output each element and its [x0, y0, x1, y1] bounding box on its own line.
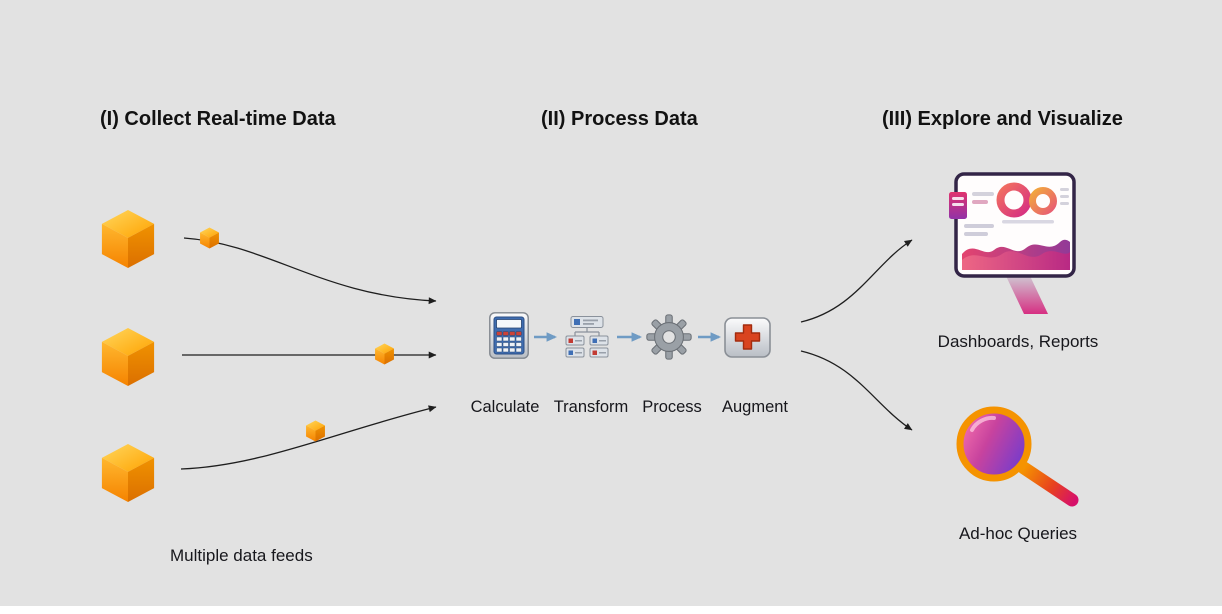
- arrow-feed-3: [180, 405, 437, 470]
- data-packet-cube-icon-3: [305, 420, 326, 442]
- data-packet-cube-icon-1: [199, 227, 220, 249]
- output-label-adhoc: Ad-hoc Queries: [958, 524, 1078, 543]
- data-packet-cube-icon-2: [374, 343, 395, 365]
- dashboard-monitor-icon: [949, 172, 1076, 314]
- transform-icon: [565, 316, 609, 358]
- section-heading-explore: (III) Explore and Visualize: [882, 108, 1123, 130]
- step-label-calculate: Calculate: [470, 398, 540, 416]
- calculator-icon: [489, 312, 529, 359]
- section-heading-process: (II) Process Data: [541, 108, 698, 130]
- arrow-to-dashboards: [800, 239, 913, 323]
- step-label-augment: Augment: [721, 398, 789, 416]
- step-label-process: Process: [642, 398, 702, 416]
- section-heading-collect: (I) Collect Real-time Data: [100, 108, 336, 130]
- augment-plus-icon: [724, 317, 771, 358]
- step-label-transform: Transform: [553, 398, 629, 416]
- arrow-to-adhoc: [800, 350, 913, 431]
- arrow-feed-1: [183, 237, 437, 305]
- bottom-strip: [0, 606, 1222, 614]
- magnifier-icon: [956, 406, 1079, 507]
- data-feed-cube-icon-1: [99, 208, 157, 270]
- output-label-dashboards: Dashboards, Reports: [937, 332, 1099, 351]
- multiple-data-feeds-caption: Multiple data feeds: [170, 546, 313, 565]
- data-feed-cube-icon-2: [99, 326, 157, 388]
- gear-icon: [646, 314, 692, 360]
- data-feed-cube-icon-3: [99, 442, 157, 504]
